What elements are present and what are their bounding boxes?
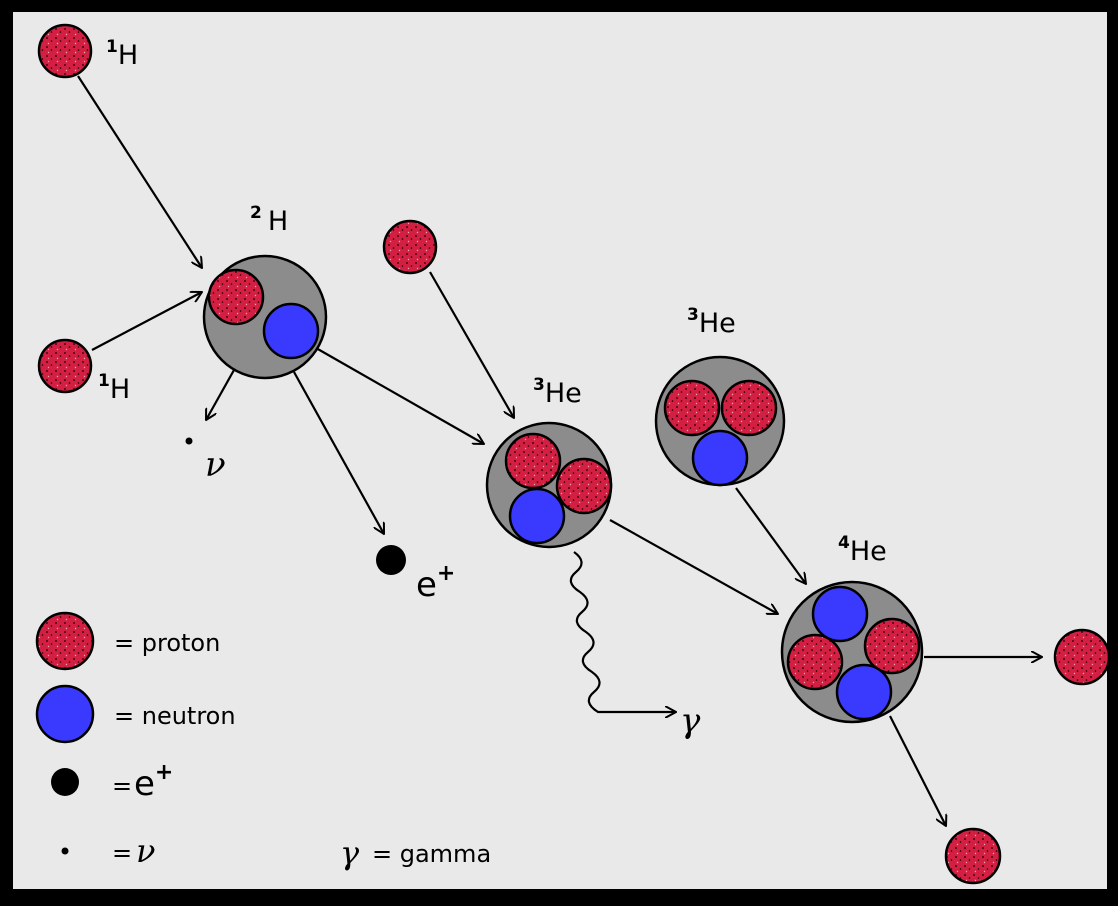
legend-positron-eq: = [112,772,132,800]
proton-out-bottom [944,827,1002,885]
arrow-he4-to-proton-bottom [889,715,946,826]
label-he4: 4He [838,533,887,567]
legend-neutron-swatch [35,684,95,744]
he3-left-neutron [508,487,566,545]
legend-neutrino-swatch [61,847,69,855]
helium3-nucleus-right [654,355,786,487]
legend-neutrino-eq: = [112,839,132,867]
legend-positron-label: e+ [134,760,173,804]
proton-h1-mid [37,338,93,394]
arrow-to-positron [293,371,384,534]
positron-label: e+ [416,561,455,605]
he3-left-proton-2 [555,457,613,515]
arrow-h1-to-h2-bottom [91,292,202,351]
he3-right-proton-2 [720,379,778,437]
label-he3-left: 3He [533,375,582,409]
he4-proton-1 [786,633,844,691]
neutrino-symbol: ν [205,445,226,485]
he3-right-proton-1 [663,379,721,437]
helium4-nucleus [780,580,924,724]
deuterium-nucleus [202,254,328,380]
label-h1-top: 1H [106,37,138,71]
arrow-h2-to-he3 [315,347,484,444]
proton-incoming [382,219,438,275]
he4-neutron-2 [835,663,893,721]
he4-proton-2 [863,617,921,675]
free-protons [37,23,1111,885]
legend-gamma-label: = gamma [372,840,491,868]
helium3-nucleus-left [485,421,613,549]
arrow-he3-to-he4-left [609,519,778,614]
arrow-to-neutrino [206,369,235,420]
proton-h1-top [37,23,93,79]
label-h1-mid: 1H [98,371,130,405]
legend-proton-label: = proton [114,629,220,657]
legend-positron-swatch [51,768,79,796]
he4-neutron-1 [811,585,869,643]
neutrino-dot [185,437,193,445]
legend-proton-swatch [35,611,95,671]
gamma-symbol: γ [680,701,701,741]
h2-neutron [262,302,320,360]
legend-neutron-label: = neutron [114,702,236,730]
reaction-arrows [77,75,1042,826]
he3-right-neutron [691,429,749,487]
legend-neutrino-symbol: ν [136,832,155,870]
he3-left-proton-1 [504,432,562,490]
h2-proton [207,268,265,326]
label-he3-right: 3He [687,305,736,339]
arrow-h1-to-h2-top [77,75,202,268]
arrow-he3-to-he4-right [735,487,806,584]
gamma-wave [569,551,676,712]
positron-dot [376,545,406,575]
legend-gamma-symbol: γ [340,834,360,872]
arrow-h1-to-he3 [429,271,514,418]
legend: = proton = neutron = e+ = ν γ = gamma [35,611,491,872]
proton-out-right [1053,628,1111,686]
